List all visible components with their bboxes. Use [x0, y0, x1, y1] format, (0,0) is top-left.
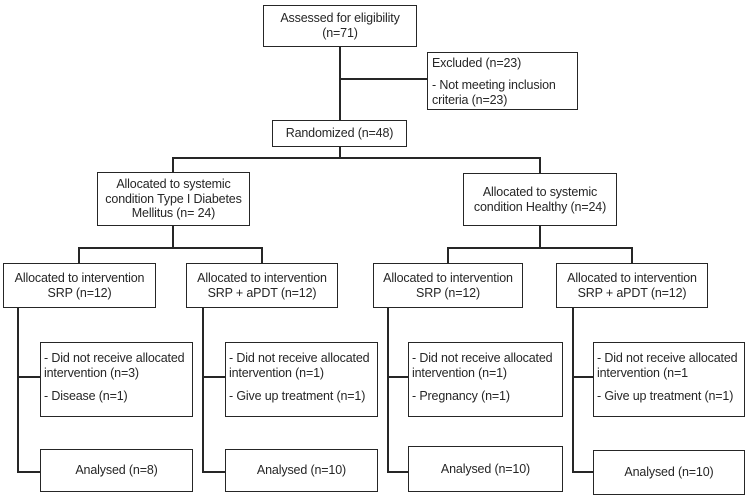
- box-intervention-srp-diabetes: Allocated to intervention SRP (n=12): [3, 263, 156, 308]
- randomized-label: Randomized (n=48): [285, 126, 394, 141]
- box-analysed-1: Analysed (n=8): [40, 449, 193, 492]
- box-analysed-2: Analysed (n=10): [225, 449, 378, 492]
- box-intervention-srp-apdt-healthy: Allocated to intervention SRP + aPDT (n=…: [556, 263, 708, 308]
- box-analysed-3: Analysed (n=10): [408, 446, 563, 492]
- connector-assessed-randomized: [339, 46, 341, 121]
- box-dropout-3: - Did not receive allocated intervention…: [408, 342, 563, 417]
- dropout-item: - Did not receive allocated intervention…: [412, 351, 553, 380]
- dropout-item: - Did not receive allocated intervention…: [44, 351, 185, 380]
- box-dropout-4: - Did not receive allocated intervention…: [593, 342, 745, 417]
- dropout-item: - Give up treatment (n=1): [597, 388, 734, 403]
- connector-col3-vertical: [387, 308, 389, 473]
- dropout-item: - Give up treatment (n=1): [229, 388, 366, 403]
- connector-to-int3: [447, 247, 449, 264]
- connector-col1-analysed: [17, 471, 40, 473]
- connector-branch-row2: [172, 157, 541, 159]
- allocation-healthy-label: Allocated to systemic condition Healthy …: [473, 184, 607, 214]
- analysed-label: Analysed (n=8): [75, 463, 158, 478]
- connector-col2-vertical: [202, 308, 204, 473]
- dropout-item: - Did not receive allocated intervention…: [229, 351, 370, 380]
- dropout-item: - Disease (n=1): [44, 388, 128, 403]
- connector-col4-analysed: [572, 471, 593, 473]
- excluded-reason: - Not meeting inclusion criteria (n=23): [432, 77, 556, 107]
- intervention-label: Allocated to intervention SRP + aPDT (n=…: [567, 270, 697, 300]
- box-dropout-1: - Did not receive allocated intervention…: [40, 342, 193, 417]
- connector-col4-vertical: [572, 308, 574, 473]
- box-assessed-eligibility: Assessed for eligibility (n=71): [263, 5, 417, 47]
- connector-branch-right: [447, 247, 633, 249]
- connector-to-int1: [78, 247, 80, 264]
- connector-to-alloc-right: [539, 157, 541, 174]
- connector-col3-analysed: [387, 471, 408, 473]
- analysed-label: Analysed (n=10): [624, 465, 714, 480]
- connector-excluded: [340, 78, 427, 80]
- connector-to-int2: [261, 247, 263, 264]
- allocation-diabetes-label: Allocated to systemic condition Type I D…: [105, 176, 242, 221]
- connector-col1-vertical: [17, 308, 19, 473]
- connector-col4-dropout: [572, 376, 593, 378]
- analysed-label: Analysed (n=10): [256, 463, 347, 478]
- connector-col2-analysed: [202, 471, 225, 473]
- connector-col2-dropout: [202, 376, 225, 378]
- connector-randomized-branch: [339, 146, 341, 159]
- dropout-item: - Did not receive allocated intervention…: [597, 351, 738, 380]
- connector-col1-dropout: [17, 376, 40, 378]
- box-dropout-2: - Did not receive allocated intervention…: [225, 342, 378, 417]
- connector-to-int4: [631, 247, 633, 264]
- box-excluded: Excluded (n=23) - Not meeting inclusion …: [427, 52, 578, 110]
- intervention-label: Allocated to intervention SRP + aPDT (n=…: [197, 270, 327, 300]
- analysed-label: Analysed (n=10): [440, 461, 531, 476]
- connector-branch-left: [78, 247, 263, 249]
- box-intervention-srp-healthy: Allocated to intervention SRP (n=12): [373, 263, 523, 308]
- connector-allocleft-branch: [172, 225, 174, 249]
- excluded-title: Excluded (n=23): [432, 56, 522, 70]
- box-intervention-srp-apdt-diabetes: Allocated to intervention SRP + aPDT (n=…: [186, 263, 338, 308]
- box-analysed-4: Analysed (n=10): [593, 450, 745, 495]
- dropout-item: - Pregnancy (n=1): [412, 388, 510, 403]
- box-allocation-healthy: Allocated to systemic condition Healthy …: [463, 173, 617, 226]
- intervention-label: Allocated to intervention SRP (n=12): [383, 270, 513, 300]
- connector-to-alloc-left: [172, 157, 174, 173]
- assessed-label: Assessed for eligibility (n=71): [280, 11, 400, 40]
- box-allocation-diabetes: Allocated to systemic condition Type I D…: [97, 172, 250, 226]
- box-randomized: Randomized (n=48): [272, 120, 407, 147]
- connector-col3-dropout: [387, 376, 408, 378]
- connector-allocright-branch: [539, 226, 541, 249]
- intervention-label: Allocated to intervention SRP (n=12): [14, 270, 145, 300]
